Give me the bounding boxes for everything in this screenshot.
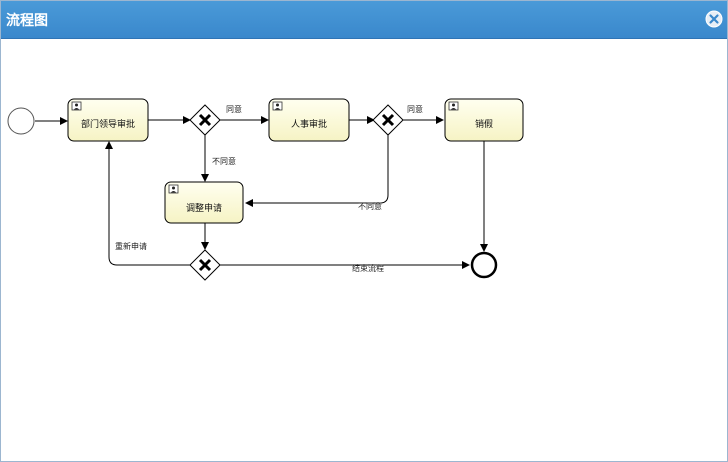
title-bar: 流程图 xyxy=(1,1,727,39)
x-icon xyxy=(381,113,395,127)
user-task-icon xyxy=(168,184,179,194)
x-icon xyxy=(198,258,212,272)
bpmn-canvas: 部门领导审批 人事审批 销假 xyxy=(7,98,524,281)
exclusive-gateway-2[interactable] xyxy=(372,104,404,136)
user-task-icon xyxy=(448,101,459,111)
flow-label-disagree-1: 不同意 xyxy=(212,156,236,166)
sequence-flows xyxy=(35,116,488,269)
task-label: 调整申请 xyxy=(186,202,222,214)
user-task-icon xyxy=(71,101,82,111)
task-label: 销假 xyxy=(475,118,493,130)
start-event[interactable] xyxy=(7,107,35,135)
exclusive-gateway-3[interactable] xyxy=(189,249,221,281)
flow-label-disagree-2: 不同意 xyxy=(358,201,382,211)
exclusive-gateway-1[interactable] xyxy=(189,104,221,136)
x-icon xyxy=(198,113,212,127)
task-label: 人事审批 xyxy=(291,118,327,130)
flow-label-agree-2: 同意 xyxy=(407,104,423,114)
task-dept-leader-approval[interactable]: 部门领导审批 xyxy=(67,98,149,142)
end-event[interactable] xyxy=(470,251,498,279)
flow-gateway2-to-adjust xyxy=(245,135,389,207)
flow-label-end-process: 结束流程 xyxy=(352,263,384,273)
task-label: 部门领导审批 xyxy=(81,118,135,130)
flow-label-reapply: 重新申请 xyxy=(115,241,147,251)
task-adjust-application[interactable]: 调整申请 xyxy=(164,181,244,224)
task-hr-approval[interactable]: 人事审批 xyxy=(268,98,350,142)
close-icon[interactable] xyxy=(705,10,723,28)
flow-label-agree-1: 同意 xyxy=(226,104,242,114)
task-cancel-leave[interactable]: 销假 xyxy=(444,98,524,142)
flow-gateway3-to-dept xyxy=(105,141,190,266)
user-task-icon xyxy=(272,101,283,111)
window-title: 流程图 xyxy=(6,13,48,29)
